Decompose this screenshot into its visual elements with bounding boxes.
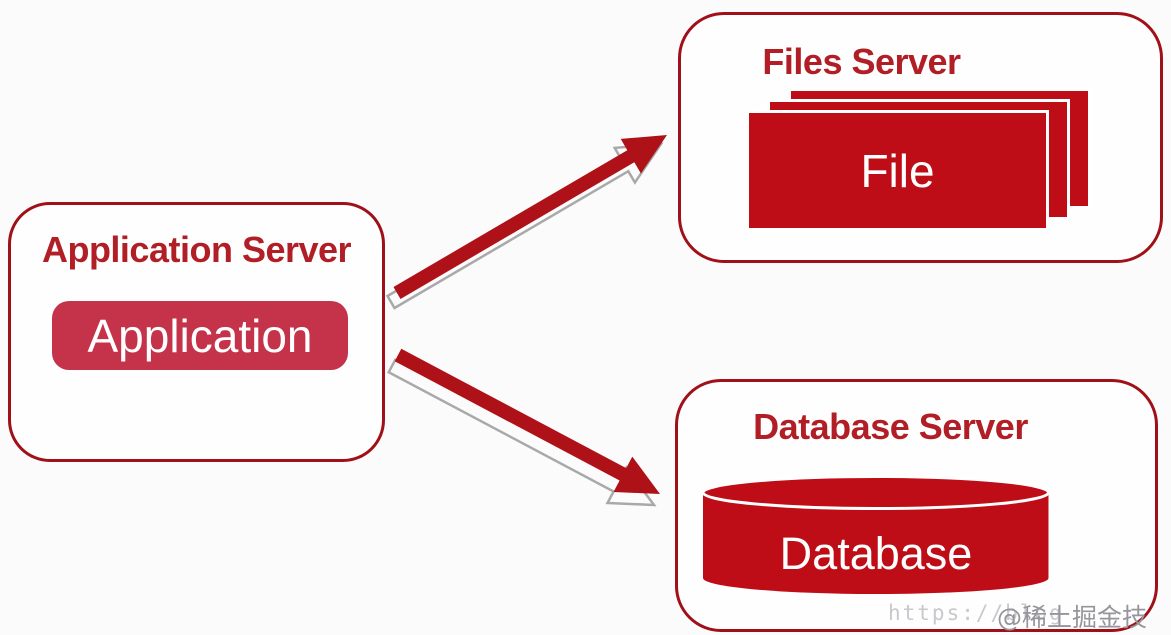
- application-shape: Application: [50, 301, 350, 381]
- file-card-front: File: [746, 110, 1049, 231]
- database-cylinder-icon: [701, 475, 1050, 595]
- file-label: File: [860, 144, 935, 197]
- node-application-server: Application Server Application: [8, 202, 385, 462]
- files-server-title: Files Server: [762, 41, 961, 82]
- node-files-server: Files Server File: [678, 12, 1163, 263]
- watermark-url: https://blog: [888, 601, 1064, 625]
- application-label: Application: [87, 309, 313, 362]
- application-server-title: Application Server: [41, 229, 352, 270]
- database-label: Database: [779, 528, 973, 579]
- watermark-community: @稀土掘金技术社区: [997, 603, 1148, 632]
- database-server-title: Database Server: [753, 406, 1028, 447]
- node-database-server: Database Server Database: [675, 379, 1158, 632]
- arrow-to-files-server-icon: [385, 135, 667, 310]
- arrow-to-database-server-icon: [387, 348, 660, 507]
